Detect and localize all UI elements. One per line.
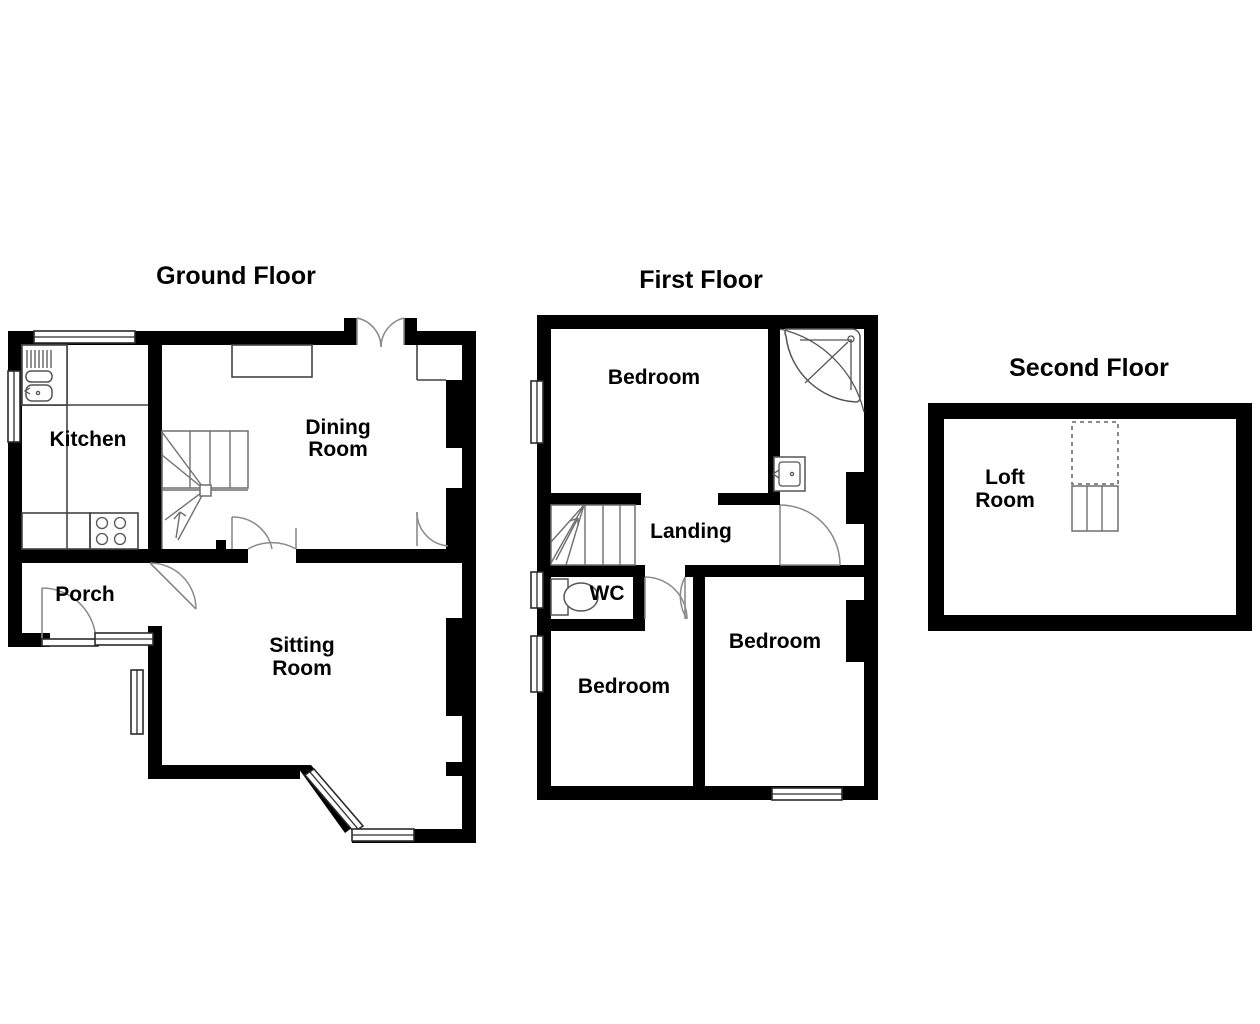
room-label-bedroom-1: Bedroom [608,366,700,389]
ground-floor-windows [7,330,415,842]
loft-void-opening [1071,421,1119,485]
first-floor-windows [530,380,843,801]
first-floor-title: First Floor [639,266,763,294]
kitchen-window-left [7,370,21,443]
wc-window [530,571,544,609]
second-floor-plan: Second Floor Loft Room [928,354,1252,631]
kitchen-door [231,516,273,550]
wc-door [644,576,688,620]
kitchen-window-top [33,330,136,344]
bedroom2-door [679,576,688,620]
porch-inner-door [149,562,197,610]
second-floor-walls [928,403,1252,631]
first-floor-staircase [550,504,636,566]
first-floor-plan: First Floor [530,266,878,801]
sitting-room-bay-window [303,767,365,834]
ground-floor-fixtures [21,344,446,550]
wash-basin [771,456,806,492]
room-label-dining-room-line1: Dining [305,416,370,439]
room-label-loft-room-line2: Room [975,489,1035,512]
room-label-porch: Porch [55,583,115,606]
hall-sitting-room-door [247,528,297,550]
second-floor-room-labels: Loft Room [975,466,1035,512]
kitchen-sink-icon [23,350,53,402]
bedroom1-window [530,380,544,444]
sitting-room-window-left [130,669,144,735]
room-label-loft-room-line1: Loft [985,466,1025,489]
room-label-wc: WC [590,582,625,605]
first-floor-doors [644,504,841,620]
ground-floor-doors [41,317,449,647]
room-label-sitting-room-line2: Room [272,657,332,680]
ground-floor-walls [8,318,476,843]
ground-floor-title: Ground Floor [156,262,316,290]
ground-floor-room-labels: Kitchen Dining Room Porch Sitting Room [49,416,370,680]
toilet [550,578,599,616]
dining-room-door [416,511,449,547]
bedroom3-window [771,787,843,801]
ground-winder-staircase [161,430,249,549]
kitchen-hob-icon [89,512,139,550]
room-label-dining-room-line2: Room [308,438,368,461]
second-floor-title: Second Floor [1009,354,1169,382]
dining-counter [231,344,313,378]
loft-staircase [1071,485,1119,532]
bedroom3-door [779,504,841,566]
room-label-landing: Landing [650,520,732,543]
porch-window [94,632,154,646]
sitting-room-window-bottom [351,828,415,842]
french-doors [356,317,405,348]
corner-shower [779,328,865,413]
room-label-bedroom-2: Bedroom [578,675,670,698]
ground-floor-plan: Ground Floor [7,262,476,843]
first-floor-room-labels: Bedroom Landing WC Bedroom Bedroom [578,366,821,698]
room-label-sitting-room-line1: Sitting [269,634,334,657]
room-label-kitchen: Kitchen [49,428,126,451]
bedroom2-window [530,635,544,693]
room-label-bedroom-3: Bedroom [729,630,821,653]
